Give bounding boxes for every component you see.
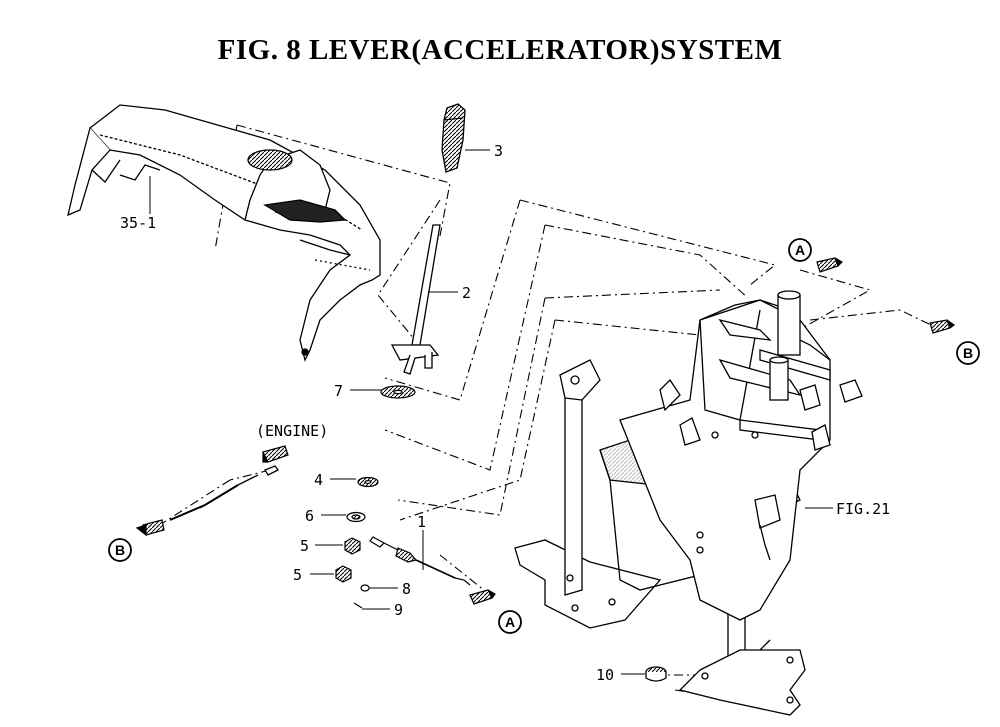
cotter-pin-9-part: [353, 602, 363, 609]
callout-3: 3: [494, 142, 503, 160]
lever-rod-part: [390, 224, 441, 375]
engine-label: (ENGINE): [256, 422, 328, 440]
nut-5b-part: [335, 565, 352, 583]
callout-2: 2: [462, 284, 471, 302]
connector-a-bottom: A: [498, 610, 522, 634]
callout-1: 1: [417, 513, 426, 531]
callout-fig21: FIG.21: [836, 500, 890, 518]
arrow-markers: [135, 257, 956, 605]
svg-text:B: B: [963, 345, 973, 361]
washer-part: [380, 385, 416, 399]
pin-8-part: [360, 584, 370, 592]
callout-6: 6: [305, 507, 314, 525]
callout-4: 4: [314, 471, 323, 489]
washer-6-part: [346, 511, 366, 523]
connector-a-top: A: [788, 238, 812, 262]
engine-cable-part: [169, 465, 279, 521]
accelerator-rod-part: [369, 536, 471, 586]
nut-5a-part: [344, 537, 361, 555]
callout-5a: 5: [300, 537, 309, 555]
svg-text:B: B: [115, 542, 125, 558]
callout-10: 10: [596, 666, 614, 684]
callout-35-1: 35-1: [120, 214, 156, 232]
callout-8: 8: [402, 580, 411, 598]
cap-part: [645, 666, 667, 682]
svg-text:A: A: [795, 242, 805, 258]
lever-knob-part: [441, 103, 466, 173]
fender-cover-part: [67, 104, 381, 362]
svg-text:A: A: [505, 614, 515, 630]
connector-b-left: B: [108, 538, 132, 562]
lever-frame-part: [514, 290, 863, 716]
figure-title: FIG. 8 LEVER(ACCELERATOR)SYSTEM: [217, 34, 783, 66]
connector-b-right: B: [956, 341, 980, 365]
washer-4-part: [357, 476, 379, 488]
callout-9: 9: [394, 601, 403, 619]
callout-7: 7: [334, 382, 343, 400]
callout-5b: 5: [293, 566, 302, 584]
